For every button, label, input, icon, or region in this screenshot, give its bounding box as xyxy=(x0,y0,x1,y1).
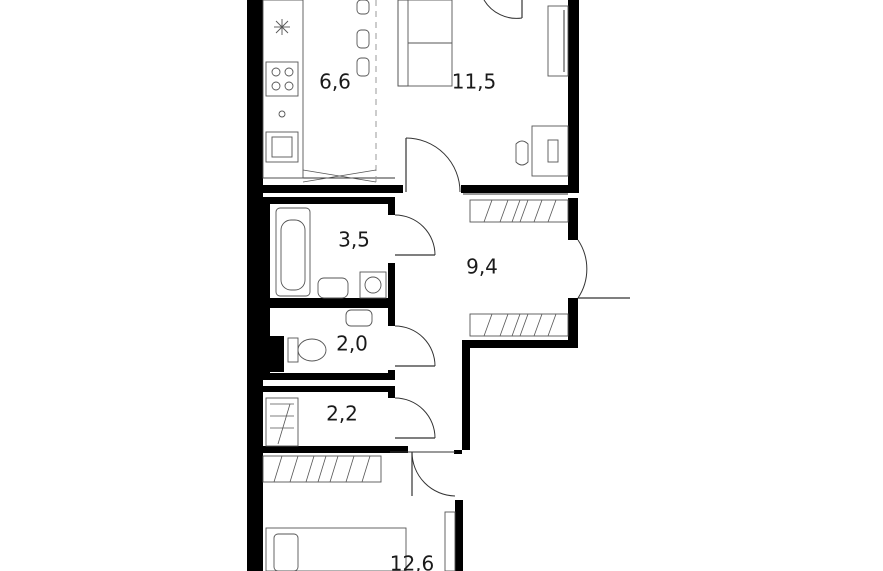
toilet-icon xyxy=(287,337,327,363)
bathtub-icon xyxy=(275,207,311,297)
bathroom-area-label: 3,5 xyxy=(338,228,370,252)
interior-lines xyxy=(263,0,568,453)
furniture xyxy=(262,0,569,571)
toilet-area-label: 2,0 xyxy=(336,332,368,356)
desk-icon xyxy=(531,125,569,177)
walls xyxy=(247,0,579,571)
hatched-wardrobes xyxy=(262,169,569,483)
storage-shelves-icon xyxy=(265,397,299,447)
bed-icon xyxy=(265,527,407,571)
room-labels: 6,6 11,5 3,5 9,4 2,0 2,2 12,6 xyxy=(319,70,498,571)
bedroom-area-label: 12,6 xyxy=(390,552,435,571)
washing-machine-icon xyxy=(359,271,387,299)
doors xyxy=(394,0,630,497)
tv-stand-icon xyxy=(547,5,569,77)
kitchen-sink-icon xyxy=(265,131,299,163)
chair-icon xyxy=(515,140,529,166)
bath-sink-icon xyxy=(317,277,349,299)
toilet-sink-icon xyxy=(345,309,373,327)
fan-icon xyxy=(274,19,290,35)
hall-area-label: 9,4 xyxy=(466,255,498,279)
storage-area-label: 2,2 xyxy=(326,402,358,426)
living-area-label: 11,5 xyxy=(452,70,497,94)
cooktop-icon xyxy=(265,61,299,97)
kitchen-area-label: 6,6 xyxy=(319,70,351,94)
